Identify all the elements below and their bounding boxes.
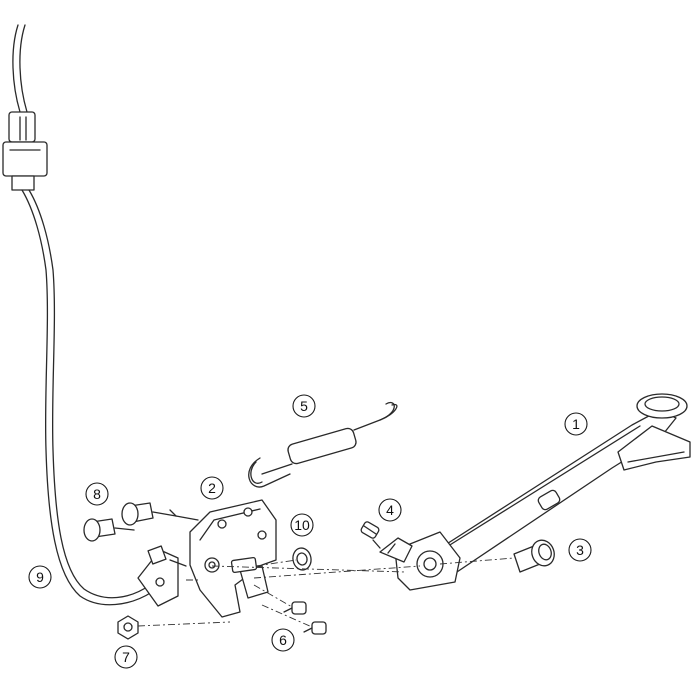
callout-7: 7 [114, 645, 138, 669]
part-1-side-stand [379, 393, 691, 591]
part-2-bracket [169, 499, 277, 618]
callout-10: 10 [290, 513, 314, 537]
callout-8: 8 [85, 482, 109, 506]
callout-5: 5 [292, 394, 316, 418]
svg-text:4: 4 [386, 502, 394, 518]
svg-text:8: 8 [93, 486, 101, 502]
sensor-switch [137, 545, 187, 607]
part-9-sensor-cable [2, 24, 153, 606]
svg-text:6: 6 [279, 632, 287, 648]
svg-text:2: 2 [208, 480, 216, 496]
part-4-screw [360, 521, 381, 549]
callout-6: 6 [271, 628, 295, 652]
svg-text:5: 5 [300, 398, 308, 414]
svg-text:7: 7 [122, 649, 130, 665]
assembly-axis-lines [137, 557, 515, 628]
svg-text:3: 3 [576, 542, 584, 558]
part-8-bolts [83, 502, 177, 542]
part-5-spring [248, 401, 398, 488]
callout-3: 3 [568, 538, 592, 562]
part-3-pivot-bolt [513, 539, 555, 573]
svg-text:1: 1 [572, 416, 580, 432]
part-7-nut [117, 615, 139, 640]
part-6-screws [283, 601, 327, 635]
svg-text:9: 9 [36, 569, 44, 585]
svg-text:10: 10 [294, 517, 310, 533]
callout-2: 2 [200, 476, 224, 500]
callout-1: 1 [564, 412, 588, 436]
callout-9: 9 [28, 565, 52, 589]
callout-4: 4 [378, 498, 402, 522]
part-10-bushing [230, 547, 312, 574]
